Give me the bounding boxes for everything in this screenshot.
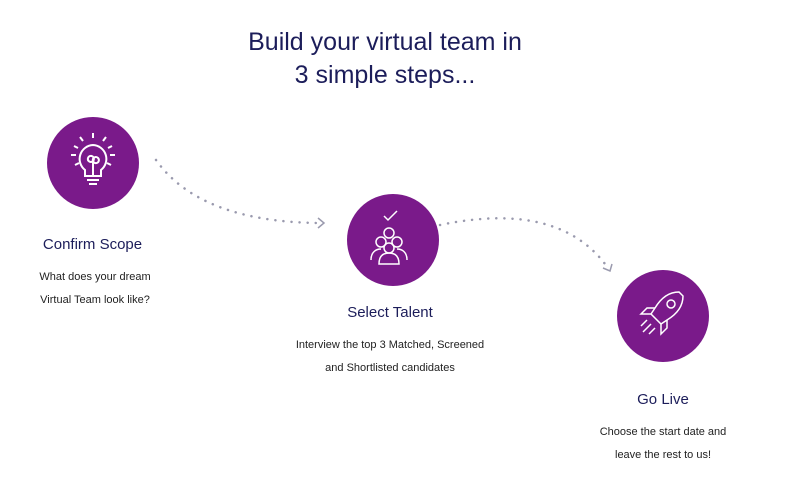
step-title: Go Live — [637, 391, 689, 408]
page-title: Build your virtual team in 3 simple steps… — [0, 26, 770, 92]
desc-line: and Shortlisted candidates — [325, 362, 455, 374]
desc-line: leave the rest to us! — [615, 449, 711, 461]
desc-line: What does your dream — [39, 271, 151, 283]
step-title: Confirm Scope — [42, 236, 143, 253]
title-line-2: 3 simple steps... — [294, 61, 476, 89]
desc-line: Interview the top 3 Matched, Screened — [295, 339, 485, 351]
lightbulb-icon — [47, 117, 139, 209]
arrow-2-head — [602, 263, 613, 273]
arrow-1 — [154, 158, 322, 225]
desc-line: Choose the start date and — [599, 426, 727, 438]
step-description: Choose the start date and leave the rest … — [570, 421, 756, 467]
arrow-2 — [438, 217, 610, 270]
desc-line: Virtual Team look like? — [40, 294, 150, 306]
arrow-1-head — [317, 217, 326, 229]
title-line-1: Build your virtual team in — [248, 28, 522, 56]
step-title: Select Talent — [347, 304, 433, 321]
step-description: Interview the top 3 Matched, Screened and… — [260, 334, 520, 380]
rocket-icon — [617, 270, 709, 362]
team-check-icon — [347, 194, 439, 286]
